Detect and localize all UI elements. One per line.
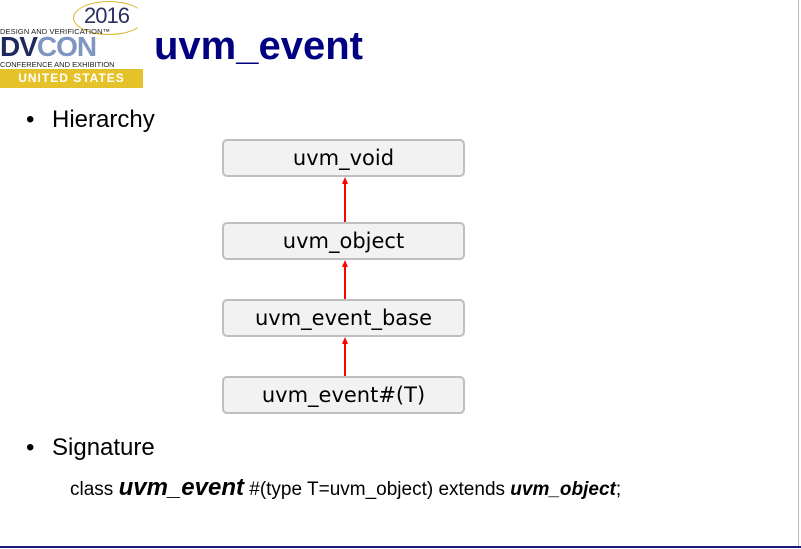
sig-base-class: uvm_object — [510, 479, 616, 500]
arrowhead-icon — [342, 337, 348, 344]
arrowhead-icon — [342, 177, 348, 184]
dvcon-logo: 2016 DESIGN AND VERIFICATION™ DVCON CONF… — [0, 0, 146, 90]
sig-keyword: class — [70, 479, 119, 500]
class-signature: class uvm_event #(type T=uvm_object) ext… — [70, 474, 621, 502]
logo-region: UNITED STATES — [0, 69, 143, 88]
class-box-uvm-event-base: uvm_event_base — [222, 299, 465, 337]
bullet-signature: • Signature — [26, 434, 155, 462]
bullet-hierarchy: • Hierarchy — [26, 106, 155, 134]
logo-year: 2016 — [84, 3, 130, 28]
right-border — [798, 0, 799, 546]
bottom-rule — [0, 546, 801, 548]
bullet-marker: • — [26, 434, 35, 461]
logo-dv: DV — [0, 31, 38, 62]
sig-class-name: uvm_event — [118, 474, 244, 501]
logo-wordmark: DVCON — [0, 31, 97, 62]
slide-title: uvm_event — [154, 24, 363, 68]
bullet-text: Signature — [52, 434, 155, 461]
class-box-uvm-event: uvm_event#(T) — [222, 376, 465, 414]
sig-params: #(type T=uvm_object) extends — [243, 479, 511, 500]
logo-ellipse — [73, 1, 145, 35]
bullet-text: Hierarchy — [52, 106, 155, 133]
bullet-marker: • — [26, 106, 35, 133]
class-box-uvm-object: uvm_object — [222, 222, 465, 260]
arrowhead-icon — [342, 260, 348, 267]
sig-semicolon: ; — [615, 479, 622, 500]
class-box-uvm-void: uvm_void — [222, 139, 465, 177]
logo-tagline: DESIGN AND VERIFICATION™ — [0, 27, 111, 36]
logo-subtitle: CONFERENCE AND EXHIBITION — [0, 60, 115, 69]
logo-con: CON — [36, 31, 97, 62]
